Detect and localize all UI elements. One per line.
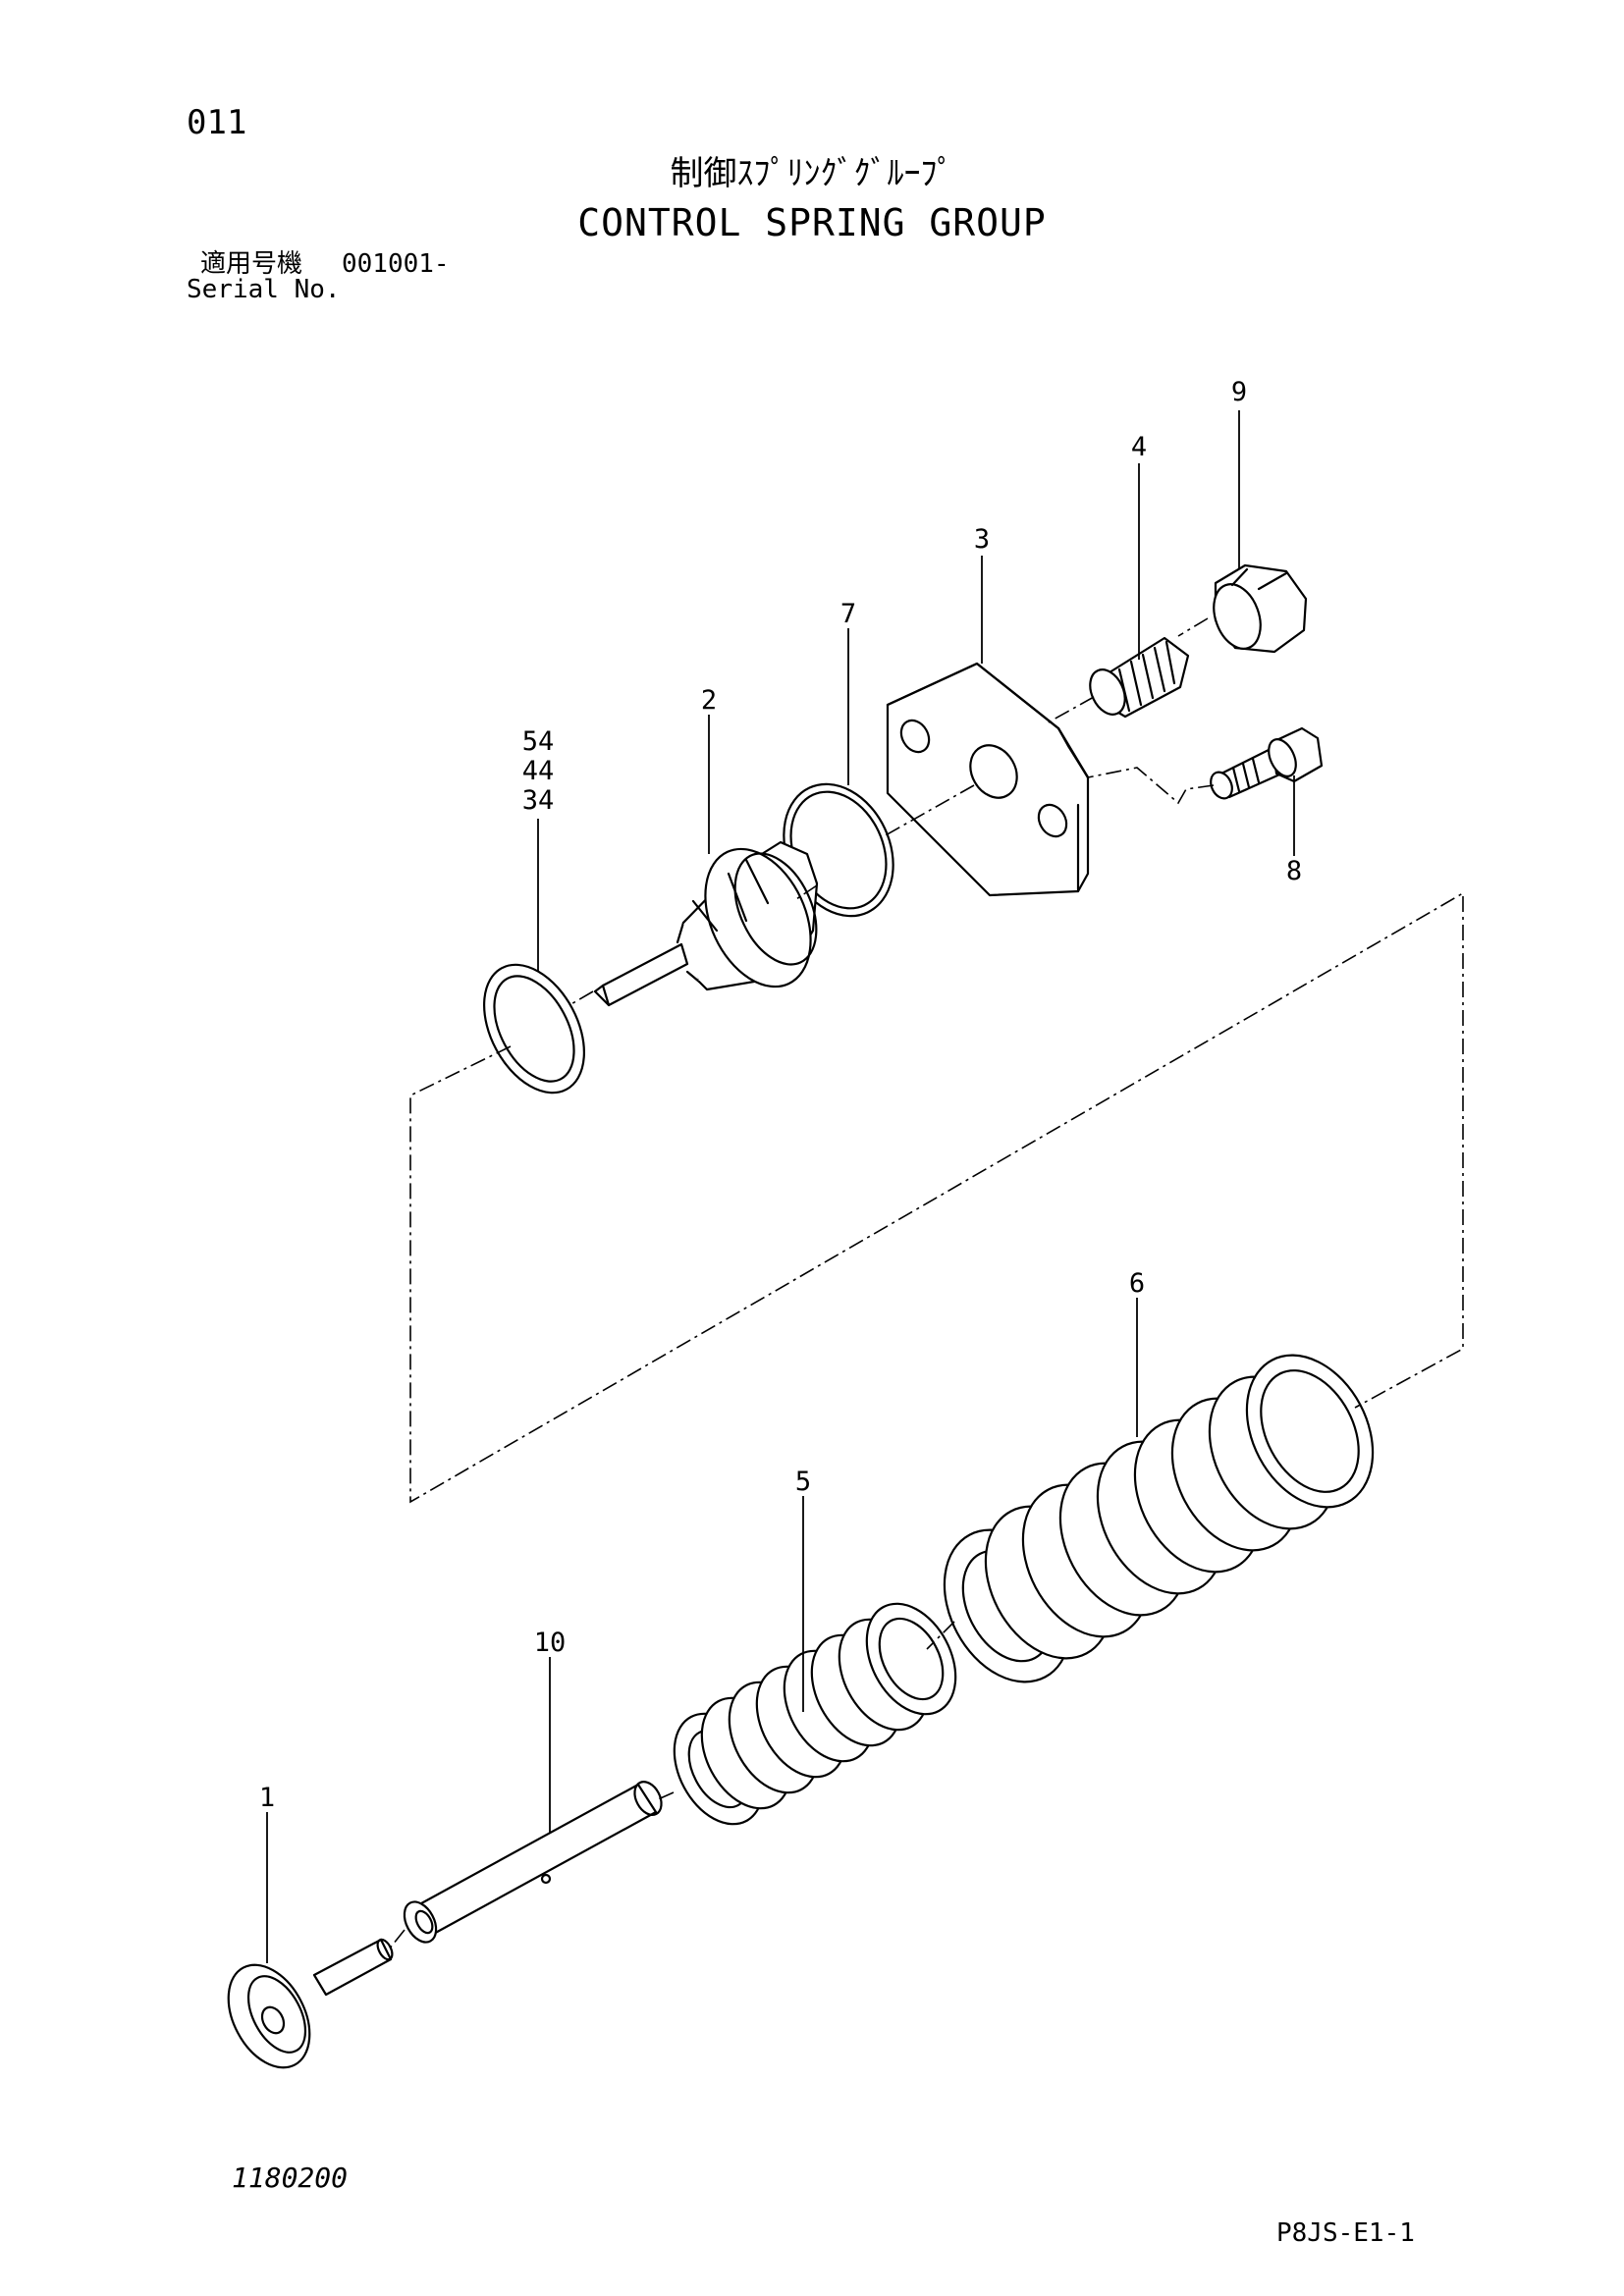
serial-number-label: Serial No. [187,275,341,304]
part-1-spring-seat [227,1938,394,2069]
callout-4: 4 [1131,432,1147,462]
serial-range: 001001- [342,249,450,279]
callout-44: 44 [522,756,555,786]
callout-8: 8 [1286,856,1302,886]
page-number: 011 [187,103,247,142]
leader-lines [266,410,1295,1963]
callout-34: 34 [522,785,555,816]
callout-1: 1 [259,1783,275,1813]
part-4-plug [1089,636,1190,719]
callout-54: 54 [522,726,555,757]
callout-6: 6 [1129,1268,1145,1299]
part-3-cover-plate [886,662,1090,897]
part-6-outer-spring [943,1354,1375,1683]
part-5-inner-spring [673,1602,957,1826]
part-8-socket-bolt [1210,726,1324,800]
page-code: P8JS-E1-1 [1276,2218,1415,2248]
part-2-spool [593,840,819,1007]
callout-7: 7 [840,599,856,629]
assembly-centerlines [388,617,1464,1950]
title-english: CONTROL SPRING GROUP [577,201,1047,244]
applicable-model-label: 適用号機 [200,249,303,279]
part-34-44-54-shim [483,963,585,1095]
callout-2: 2 [701,685,717,716]
part-10-pin [403,1781,663,1944]
callout-3: 3 [974,524,990,555]
part-9-hex-nut [1213,563,1308,654]
callout-9: 9 [1231,377,1247,407]
title-japanese: 制御ｽﾌﾟﾘﾝｸﾞｸﾞﾙｰﾌﾟ [670,154,954,193]
callout-10: 10 [534,1628,567,1658]
callout-5: 5 [795,1467,811,1497]
drawing-number: 1180200 [232,2162,349,2194]
